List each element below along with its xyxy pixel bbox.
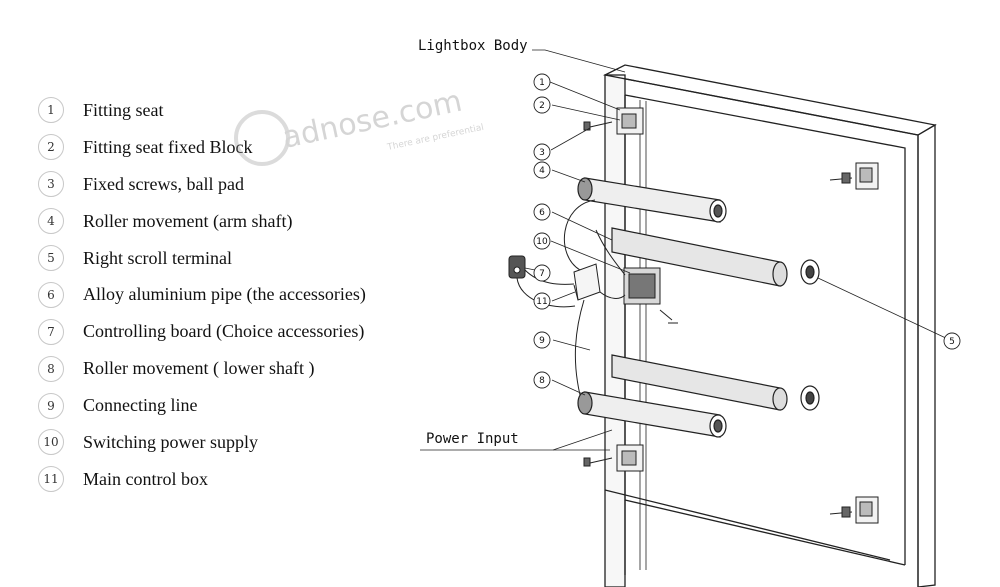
legend-label: Switching power supply [83, 431, 258, 452]
legend-number: 8 [38, 355, 64, 382]
legend-number: 6 [38, 281, 64, 308]
callout-11: 11 [533, 292, 551, 310]
legend-number: 5 [38, 245, 64, 271]
callout-2: 2 [533, 96, 551, 114]
legend-label: Alloy aluminium pipe (the accessories) [83, 284, 366, 305]
svg-text:2: 2 [539, 101, 545, 111]
callouts: 1 2 3 4 5 6 7 8 9 10 11 [533, 73, 961, 389]
legend-item: 7 Controlling board (Choice accessories) [38, 313, 418, 350]
svg-text:1: 1 [539, 78, 545, 88]
fitting-seat-bottom-right [829, 496, 879, 524]
callout-1: 1 [533, 73, 551, 91]
legend-number: 7 [38, 318, 64, 345]
legend-label: Fitting seat [83, 99, 164, 120]
watermark-logo-icon [234, 110, 290, 166]
fitting-seat-top-right [829, 162, 879, 190]
switching-power-supply [623, 267, 678, 324]
svg-text:7: 7 [539, 269, 545, 279]
legend-number: 2 [38, 134, 64, 161]
callout-7: 7 [533, 264, 551, 282]
legend-item: 9 Connecting line [38, 387, 418, 424]
lightbox-body-label: Lightbox Body [418, 38, 528, 54]
callout-8: 8 [533, 371, 551, 389]
watermark-brand: adnose.com [279, 84, 465, 156]
legend-label: Main control box [83, 468, 208, 489]
callout-10: 10 [533, 232, 551, 250]
legend-number: 9 [38, 392, 64, 419]
legend-number: 10 [38, 429, 64, 456]
lightbox-frame [602, 64, 937, 587]
callout-5: 5 [943, 332, 961, 350]
remote-controlling-board [508, 255, 526, 279]
svg-text:11: 11 [536, 297, 547, 307]
callout-3: 3 [533, 143, 551, 161]
legend-item: 6 Alloy aluminium pipe (the accessories) [38, 276, 418, 313]
legend-item: 2 Fitting seat fixed Block [38, 129, 418, 166]
watermark: adnose.com There are preferential [234, 84, 485, 166]
legend-label: Roller movement (arm shaft) [83, 210, 293, 231]
legend-label: Connecting line [83, 395, 198, 416]
svg-text:5: 5 [949, 337, 955, 347]
callout-9: 9 [533, 331, 551, 349]
legend-number: 1 [38, 97, 64, 124]
svg-text:4: 4 [539, 166, 545, 176]
legend-label: Fixed screws, ball pad [83, 173, 244, 194]
svg-text:8: 8 [539, 376, 545, 386]
fitting-seat-bottom-left [583, 444, 644, 472]
legend-item: 4 Roller movement (arm shaft) [38, 203, 418, 240]
aluminium-pipe-bottom [611, 354, 820, 411]
roller-lower-shaft [577, 391, 727, 438]
legend-number: 3 [38, 171, 64, 198]
legend-label: Roller movement ( lower shaft ) [83, 358, 315, 379]
power-input-label: Power Input [426, 431, 519, 447]
svg-text:9: 9 [539, 336, 545, 346]
legend-item: 3 Fixed screws, ball pad [38, 166, 418, 203]
legend-item: 11 Main control box [38, 461, 418, 498]
legend-item: 8 Roller movement ( lower shaft ) [38, 350, 418, 387]
legend-number: 11 [38, 466, 64, 493]
svg-text:6: 6 [539, 208, 545, 218]
legend-label: Fitting seat fixed Block [83, 136, 253, 157]
legend-item: 1 Fitting seat [38, 92, 418, 129]
svg-text:10: 10 [536, 237, 548, 247]
roller-arm-shaft [577, 177, 727, 223]
aluminium-pipe-top [611, 227, 820, 287]
legend-label: Controlling board (Choice accessories) [83, 321, 365, 342]
legend-item: 10 Switching power supply [38, 424, 418, 461]
legend-label: Right scroll terminal [83, 247, 232, 268]
legend-number: 4 [38, 208, 64, 235]
leader-lines [420, 49, 951, 451]
svg-text:3: 3 [539, 148, 545, 158]
main-control-box [573, 263, 601, 301]
legend-item: 5 Right scroll terminal [38, 240, 418, 277]
callout-4: 4 [533, 161, 551, 179]
callout-6: 6 [533, 203, 551, 221]
